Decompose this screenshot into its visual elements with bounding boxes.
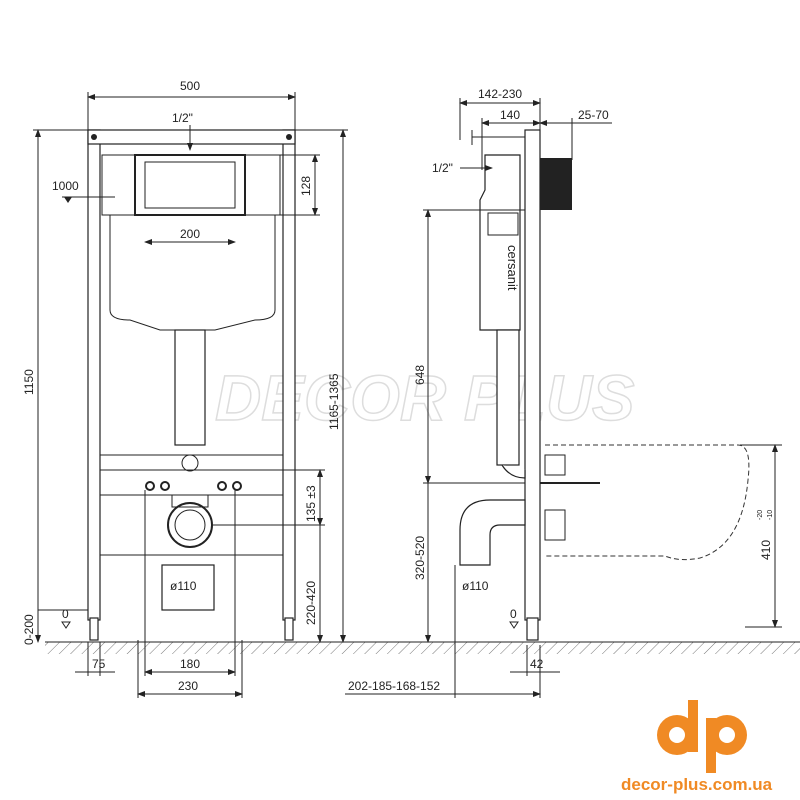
flush-plate-opening [134,154,246,216]
decor-plus-logo[interactable]: decor-plus.com.ua [621,700,773,794]
drain-elbow [459,499,526,566]
dim-outlet-height: 220-420 [304,581,318,625]
dim-zero: 0 [62,607,69,621]
dim-depth: 140 [500,108,520,122]
dim-plate-width: 200 [180,227,200,241]
dim-drain-width: 230 [178,679,198,693]
dim-bolt-distance: 180 [180,657,200,671]
dim-height: 1150 [22,369,36,395]
dim-leg-offset: 42 [530,657,544,671]
dim-wall-range: 25-70 [578,108,609,122]
dim-depth-range: 142-230 [478,87,522,101]
dim-bowl-tol-plus: -20 [757,510,764,520]
dim-leg-adjust: 0-200 [22,614,36,645]
dim-outlet-height-side: 320-520 [413,536,427,580]
dim-button-height: 648 [413,365,427,385]
side-view-frame: cersanit [459,129,750,641]
dim-bowl-height: 410 [759,540,773,560]
logo-url[interactable]: decor-plus.com.ua [621,775,773,794]
front-view-frame [87,129,296,641]
dim-side-inlet: 1/2" [432,161,453,175]
dim-drain-offsets: 202-185-168-152 [348,679,440,693]
dim-adjust-height: 1165-1365 [327,373,341,430]
dp-logo-mark [657,700,747,773]
side-dimensions: 142-230 140 25-70 1/2" 648 320-520 ø110 … [345,87,782,698]
dim-leg-width: 75 [92,657,106,671]
dim-plate-height: 128 [299,176,313,196]
floor [45,641,800,654]
dim-level-1000: 1000 [52,179,79,193]
toilet-bowl-outline [545,444,750,561]
dim-width: 500 [180,79,200,93]
front-dimensions: 500 1/2" 1000 128 200 1150 1165-1365 135… [22,79,348,698]
dim-drain-diameter: ø110 [170,579,197,593]
brand-label: cersanit [505,245,520,291]
flush-plate-side [540,158,572,210]
dim-side-drain-diameter: ø110 [462,579,489,593]
dim-bowl-tol-minus: -10 [767,510,774,520]
dim-inlet: 1/2" [172,111,193,125]
dim-bolt-spacing: 135 ±3 [304,485,318,522]
dim-side-zero: 0 [510,607,517,621]
